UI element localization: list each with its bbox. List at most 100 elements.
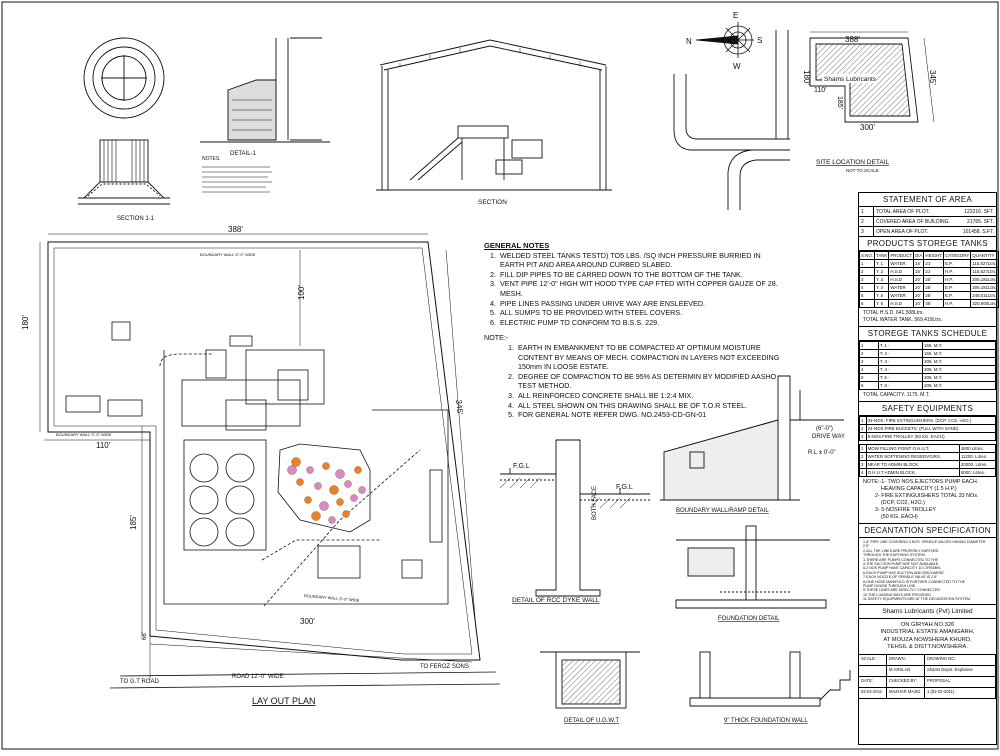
storage-tank-row-cell: H.S.D — [888, 267, 915, 276]
storage-tank-row-cell: 115,527Ltrs. — [970, 259, 999, 268]
storage-tank-row-cell: 248,011Ltrs. — [970, 291, 999, 300]
total-water-row: TOTAL WATER TANK. 569,419Ltrs. — [863, 317, 992, 324]
road-width: ROAD 12'-0" WIDE — [232, 674, 284, 680]
storage-tanks-table: S.NO. TANK PRODUCT DIA HEIGHT CATEGORY Q… — [859, 251, 999, 308]
note-item: FOR GENERAL NOTE REFER DWG. NO.2453-CD-G… — [516, 410, 784, 420]
note-item: ALL REINFORCED CONCRETE SHALL BE 1:2:4 M… — [516, 391, 784, 401]
boundary-wall-bottom: BOUNDARY WALL 9"-0" WIDE — [304, 593, 360, 603]
tank-schedule-row-cell: 4 — [859, 365, 879, 374]
tb-value: 02-02-2011 — [859, 688, 887, 700]
section-1-1-label: SECTION 1-1 — [117, 216, 155, 222]
tb-label: DATE: — [859, 677, 887, 689]
site-dim-left: 180' — [802, 70, 811, 85]
detail-1-drawing — [200, 37, 330, 143]
thick-foundation-drawing — [689, 651, 851, 707]
decantation-line: 3-THERE ARE PUMPS CONNECTED TO THE — [863, 557, 939, 562]
flower-mark — [329, 485, 339, 495]
reservoir-row-cell: NEAR TO ADMIN BLOCK. — [865, 460, 960, 469]
flower-mark — [350, 494, 358, 502]
tank-schedule-row-cell: 205. M.T. — [922, 357, 996, 366]
drive-way-dim: (6"-0") — [816, 426, 833, 432]
area-row-val: 21765. SFT. — [967, 218, 994, 225]
col-header: QUANTITY — [970, 251, 999, 260]
tb-label: CHECKED BY: — [887, 677, 925, 689]
note-item: DEGREE OF COMPACTION TO BE 95% AS DETERM… — [516, 372, 784, 391]
storage-tank-row-cell: 15' — [913, 267, 925, 276]
general-note-item: FILL DIP PIPES TO BE CARRED DOWN TO THE … — [498, 270, 784, 280]
storage-tank-row-cell: 205,181Ltrs. — [970, 275, 999, 284]
general-note-item: WELDED STEEL TANKS TESTD) TO5 LBS. /SQ I… — [498, 251, 784, 270]
company-name: Shams Lubricants (Pvt) Limited — [859, 603, 996, 619]
site-title: SITE LOCATION DETAIL — [816, 159, 889, 166]
compass-e: E — [733, 11, 738, 20]
storage-tank-row-cell: 20' — [913, 283, 925, 292]
reservoir-row-cell: 4800 Litres. — [958, 444, 997, 453]
flower-mark — [296, 478, 304, 486]
layout-dim-right: 345' — [454, 399, 465, 415]
site-subtitle: NOT TO SCALE — [846, 168, 879, 173]
storage-tank-row-cell: H.P. — [942, 275, 972, 284]
tank-schedule-row-cell: 165. M.T. — [922, 341, 996, 350]
reservoir-row-cell: 3 — [859, 460, 867, 469]
flower-mark — [322, 462, 330, 470]
layout-buildings — [65, 321, 449, 605]
safety-row-cell: 3 — [859, 432, 867, 441]
rcc-dyke-wall-drawing — [499, 439, 650, 597]
fgl-right: F.G.L — [616, 484, 633, 491]
road-to-feroz: TO FEROZ SONS — [420, 664, 469, 670]
site-dim-bottom: 300' — [860, 123, 875, 132]
storage-tank-row-cell: 20' — [913, 291, 925, 300]
layout-dim-top: 388' — [228, 225, 243, 234]
address-line: TEHSIL & DISTT.NOWSHERA. — [887, 643, 968, 650]
storage-tank-row-cell: 320,800Ltrs. — [970, 299, 999, 308]
boundary-ramp-drawing — [660, 375, 844, 501]
general-note-item: ALL SUMPS TO BE PROVIDED WITH STEEL COVE… — [498, 308, 784, 318]
area-row-val: 123216. SFT. — [964, 208, 994, 215]
storage-tank-row-cell: 20' — [913, 299, 925, 308]
safety-note-line: (50 KG. EACH) — [881, 514, 918, 520]
storage-tank-row-cell: T. 3 — [873, 275, 890, 284]
safety-row-cell: 5-NOS.FIRE TROLLEY (50 KG. EACH) — [865, 432, 997, 441]
boundary-wall-mid: BOUNDARY WALL 9"-0" WIDE — [56, 432, 112, 437]
storage-tank-row-cell: 4 — [859, 283, 875, 292]
reservoir-row-cell: O.H.U.T ADMIN BLOCK. — [865, 468, 960, 477]
tank-schedule-row-cell: 2 — [859, 349, 879, 358]
layout-dimension-lines — [39, 233, 477, 680]
flower-mark — [319, 501, 329, 511]
storage-tank-row-cell: WATER — [888, 259, 915, 268]
foundation-detail-drawing — [675, 525, 830, 609]
site-roads — [673, 30, 790, 210]
decantation-line: 10-THE LOADING BAYS ARE PROVIDED — [863, 592, 931, 597]
layout-dim-left: 180' — [21, 315, 30, 330]
storage-tank-row-cell: 3 — [859, 275, 875, 284]
decantation-line: 6-EACH PUMP HAS SUCTION AND DISCHARGE. — [863, 570, 945, 575]
layout-tanks — [189, 453, 255, 547]
site-company-label: Shams Lubricants — [824, 76, 877, 83]
flower-mark — [314, 482, 322, 490]
area-row-desc: TOTAL AREA OF PLOT. — [876, 208, 930, 215]
safety-row-cell: 33-NOS. FIRE EXTINGUISHERS. (DCP, CO2, H… — [865, 416, 997, 425]
ugwt-title: DETAIL OF U.G.W.T — [564, 718, 619, 724]
decantation-line: PUMP HOUSE THROUGH LINE. — [863, 584, 917, 589]
drive-way-label: DRIVE WAY — [812, 434, 845, 440]
storage-tank-row-cell: 2 — [859, 267, 875, 276]
reservoir-row-cell: WATER SOFTENING RESERVOIRS. — [865, 452, 960, 461]
general-notes-heading: GENERAL NOTES — [484, 241, 550, 250]
total-water-label: TOTAL WATER TANK. — [863, 317, 914, 323]
reservoir-row-cell: 5000. Litres. — [958, 468, 997, 477]
tank-schedule-row-cell: T. 3 - — [877, 357, 924, 366]
safety-notes: NOTE:-1- TWO NOS.EJECTORS PUMP EACH. HEA… — [859, 477, 996, 523]
col-header: HEIGHT — [923, 251, 944, 260]
storage-tanks-title: PRODUCTS STOREGE TANKS — [859, 237, 996, 251]
area-row-desc: OPEN AREA OF PLOT. — [876, 228, 929, 235]
